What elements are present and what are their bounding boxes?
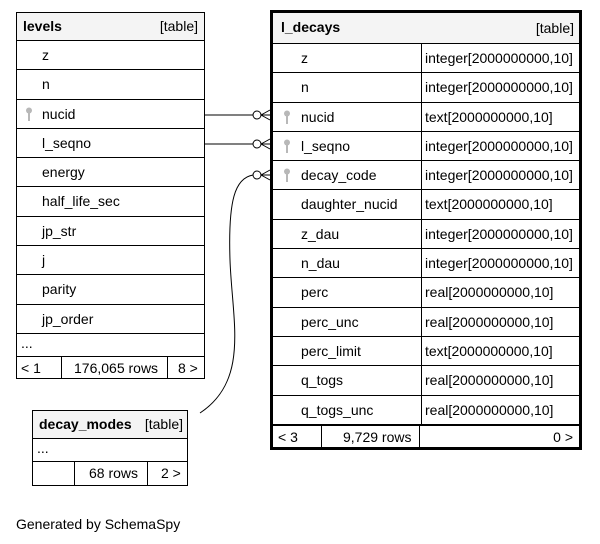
column-name: perc_unc [301, 313, 359, 330]
table-name: decay_modes [39, 416, 132, 432]
column-name: l_seqno [42, 134, 92, 151]
column-name: daughter_nucid [301, 196, 398, 213]
column-name: z_dau [301, 225, 340, 242]
table-header: l_decays [table] [273, 13, 579, 44]
column-row: nucid text[2000000000,10] [273, 102, 579, 132]
key-icon [284, 139, 290, 153]
key-icon [284, 168, 290, 183]
table-kind: [table] [159, 18, 198, 34]
column-type: text[2000000000,10] [421, 190, 579, 219]
column-type: integer[2000000000,10] [421, 131, 579, 161]
column-type: real[2000000000,10] [421, 395, 579, 424]
column-row: perc_limit text[2000000000,10] [273, 336, 579, 367]
table-l-decays[interactable]: l_decays [table] z integer[2000000000,10]… [270, 10, 582, 450]
children-count: 8 > [178, 359, 198, 376]
column-row: decay_code integer[2000000000,10] [273, 161, 579, 191]
column-type: text[2000000000,10] [421, 336, 579, 366]
column-row: energy [17, 158, 204, 188]
column-type: text[2000000000,10] [421, 102, 579, 131]
table-decay-modes[interactable]: decay_modes [table] ... 68 rows 2 > [32, 410, 188, 486]
column-name: q_togs_unc [301, 401, 374, 418]
column-name: parity [42, 281, 77, 298]
column-row: perc_unc real[2000000000,10] [273, 307, 579, 337]
column-row: daughter_nucid text[2000000000,10] [273, 190, 579, 220]
column-row: z integer[2000000000,10] [273, 44, 579, 74]
column-name: z [301, 50, 308, 66]
column-row: nucid [17, 100, 204, 129]
parents-count: < 3 [278, 428, 298, 445]
column-name: nucid [301, 108, 335, 125]
children-count: 2 > [161, 465, 181, 481]
parents-count: < 1 [21, 359, 41, 376]
table-name: l_decays [281, 19, 341, 35]
key-icon [26, 107, 32, 121]
column-name: energy [42, 164, 85, 181]
column-type: integer[2000000000,10] [421, 249, 579, 278]
column-type: integer[2000000000,10] [421, 44, 579, 73]
column-row: l_seqno integer[2000000000,10] [273, 131, 579, 162]
table-footer: 68 rows 2 > [33, 461, 187, 485]
column-name: decay_code [301, 167, 377, 184]
key-icon [284, 110, 290, 124]
column-name: perc_limit [301, 342, 361, 359]
column-name: jp_str [42, 222, 77, 239]
column-row: q_togs_unc real[2000000000,10] [273, 395, 579, 425]
column-type: real[2000000000,10] [421, 366, 579, 395]
column-row: n integer[2000000000,10] [273, 73, 579, 103]
generated-by-label: Generated by SchemaSpy [16, 516, 181, 532]
column-name: perc [301, 284, 329, 301]
column-name: z [42, 47, 49, 63]
column-row: z [17, 41, 204, 71]
table-header: levels [table] [17, 13, 204, 41]
column-type: real[2000000000,10] [421, 278, 579, 307]
more-columns: ... [37, 440, 49, 456]
row-count: 9,729 rows [343, 428, 412, 445]
table-name: levels [23, 18, 62, 34]
table-kind: [table] [535, 20, 574, 36]
children-count: 0 > [553, 428, 573, 445]
table-kind: [table] [144, 416, 183, 432]
column-name: l_seqno [301, 137, 351, 154]
row-count: 68 rows [89, 465, 139, 481]
column-name: j [42, 252, 46, 269]
row-count: 176,065 rows [74, 359, 159, 376]
more-columns: ... [21, 334, 33, 351]
column-type: integer[2000000000,10] [421, 73, 579, 102]
column-name: n [301, 79, 309, 96]
relationship-decay-code [199, 174, 254, 414]
column-row: n_dau integer[2000000000,10] [273, 249, 579, 279]
column-row: l_seqno [17, 129, 204, 159]
column-name: n_dau [301, 255, 340, 272]
column-row: half_life_sec [17, 187, 204, 217]
table-footer: < 3 9,729 rows 0 > [273, 424, 579, 447]
column-row: jp_str [17, 217, 204, 247]
column-name: half_life_sec [42, 193, 120, 210]
column-row: z_dau integer[2000000000,10] [273, 219, 579, 250]
column-type: integer[2000000000,10] [421, 161, 579, 190]
column-row: j [17, 246, 204, 276]
table-header: decay_modes [table] [33, 411, 187, 439]
column-name: q_togs [301, 372, 344, 389]
table-footer: < 1 176,065 rows 8 > [17, 355, 204, 378]
column-type: real[2000000000,10] [421, 307, 579, 336]
column-type: integer[2000000000,10] [421, 219, 579, 249]
column-row: n [17, 70, 204, 100]
column-row: perc real[2000000000,10] [273, 278, 579, 308]
column-row: jp_order [17, 305, 204, 334]
table-levels[interactable]: levels [table] z n nucid l_seqno energy … [16, 12, 205, 379]
column-name: nucid [42, 105, 76, 122]
column-name: n [42, 76, 50, 93]
column-name: jp_order [42, 310, 94, 327]
column-row: parity [17, 275, 204, 305]
column-row: q_togs real[2000000000,10] [273, 366, 579, 396]
